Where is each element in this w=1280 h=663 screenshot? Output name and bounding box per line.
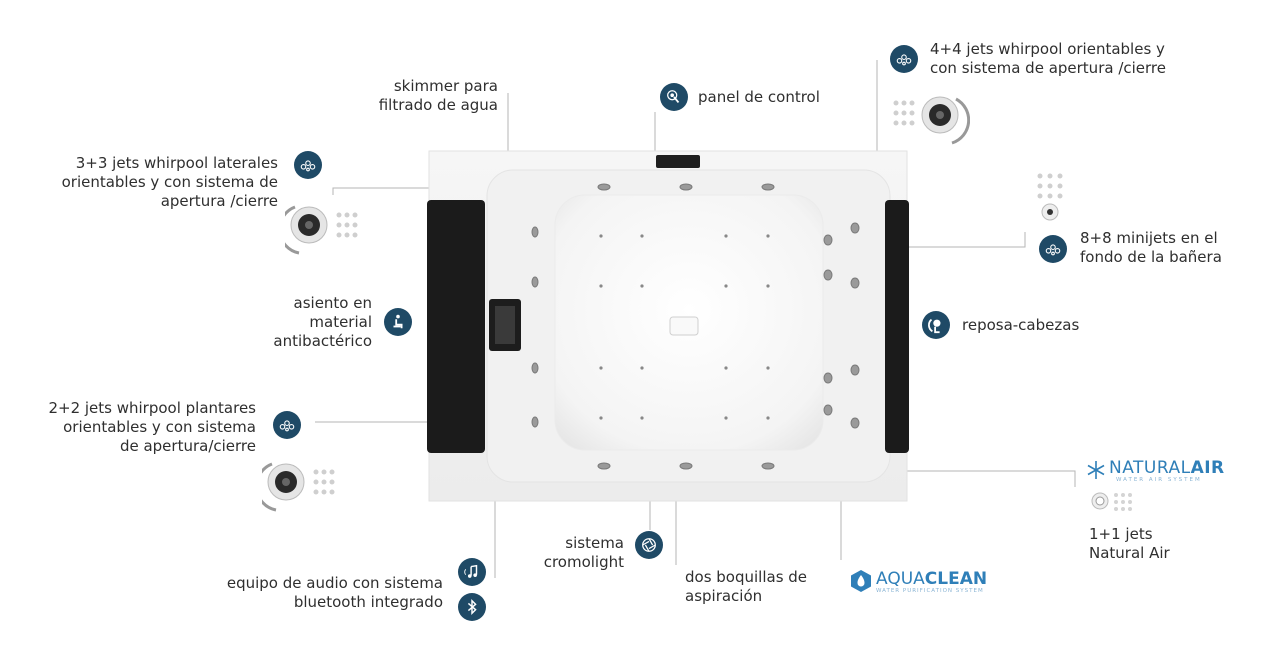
hexagon-drop-icon bbox=[851, 570, 871, 592]
wall-jets bbox=[531, 183, 860, 470]
camera-aperture-icon bbox=[635, 531, 663, 559]
jet-nozzle-icon bbox=[285, 205, 358, 255]
touch-panel-icon bbox=[660, 83, 688, 111]
drain-cover bbox=[669, 316, 699, 336]
jet-nozzle-icon bbox=[1037, 173, 1063, 221]
naturalair-name-light: NATURAL bbox=[1109, 458, 1191, 478]
jet-nozzle-icon bbox=[1091, 492, 1132, 511]
naturalair-name-bold: AIR bbox=[1190, 458, 1225, 478]
left-headrest-cushion bbox=[427, 200, 485, 453]
bluetooth-icon bbox=[458, 593, 486, 621]
right-headrest-cushion bbox=[885, 200, 909, 453]
aquaclean-tagline: WATER PURIFICATION SYSTEM bbox=[876, 588, 984, 594]
label-headrest: reposa-cabezas bbox=[962, 316, 1080, 334]
music-icon bbox=[458, 558, 486, 586]
label-panel: panel de control bbox=[698, 88, 820, 106]
control-panel bbox=[656, 155, 700, 168]
jet-nozzle-icon bbox=[262, 462, 335, 512]
jet-nozzle-icon bbox=[893, 96, 970, 145]
naturalair-tagline: WATER AIR SYSTEM bbox=[1116, 477, 1202, 483]
seat-icon bbox=[384, 308, 412, 336]
floor-minijets bbox=[599, 234, 770, 420]
bubbles-icon bbox=[890, 45, 918, 73]
bubbles-icon bbox=[273, 411, 301, 439]
bubbles-icon bbox=[1039, 235, 1067, 263]
headrest-icon bbox=[922, 311, 950, 339]
snowflake-icon bbox=[1087, 461, 1105, 479]
bubbles-icon bbox=[294, 151, 322, 179]
aquaclean-name-light: AQUA bbox=[876, 569, 925, 589]
aquaclean-name-bold: CLEAN bbox=[924, 569, 988, 589]
